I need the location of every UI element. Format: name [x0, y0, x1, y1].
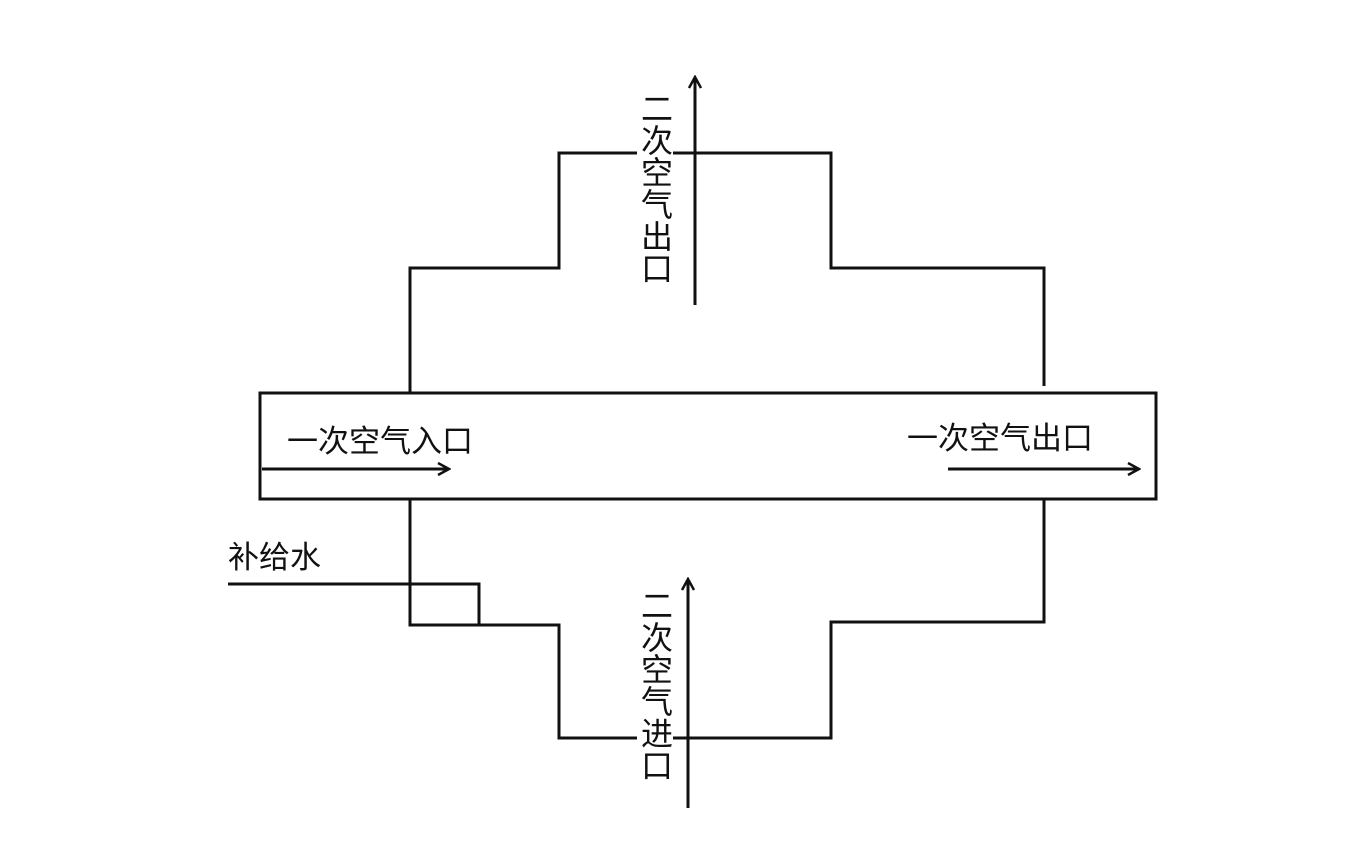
upper-housing-outline	[408, 151, 1046, 393]
makeup-water-label: 补给水	[228, 540, 321, 576]
primary-air-inlet-label: 一次空气入口	[287, 424, 473, 460]
secondary-air-inlet-label: 二次空气进口	[636, 589, 674, 781]
makeup-water-box	[410, 582, 481, 625]
primary-air-channel	[258, 391, 1158, 501]
secondary-air-outlet-label: 二次空气出口	[636, 92, 674, 284]
primary-air-outlet-label: 一次空气出口	[907, 421, 1093, 457]
lower-housing-outline	[408, 500, 1046, 740]
